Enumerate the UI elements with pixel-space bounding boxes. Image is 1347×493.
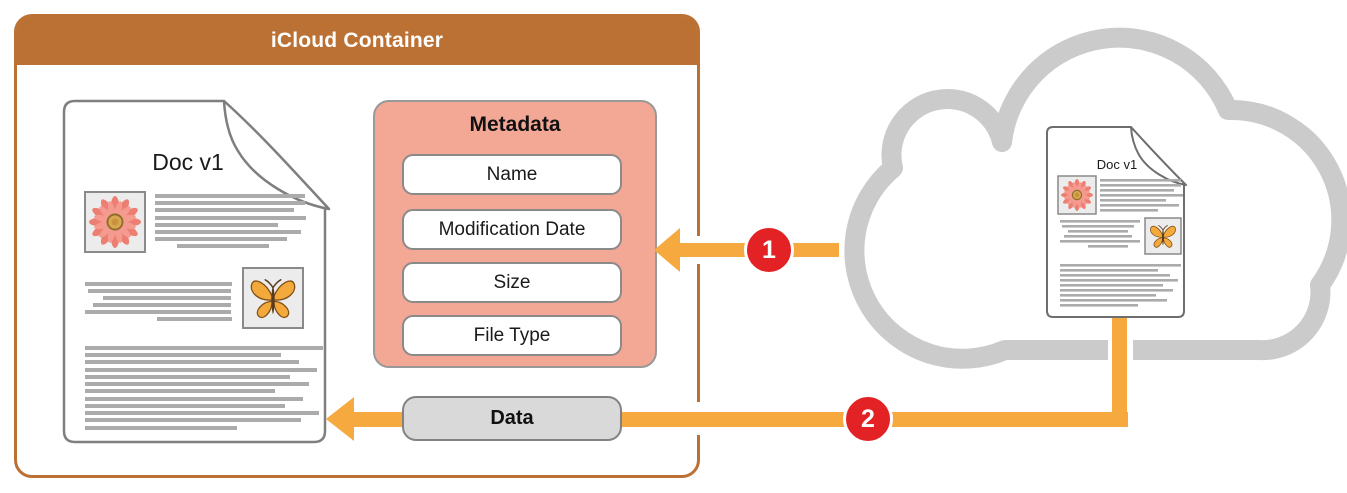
metadata-field-name: Name <box>402 154 622 195</box>
metadata-field-modification-date: Modification Date <box>402 209 622 250</box>
cloud-document-title: Doc v1 <box>1097 157 1137 172</box>
step-2-badge: 2 <box>843 394 893 444</box>
folded-corner-icon <box>1130 126 1187 186</box>
metadata-field-size: Size <box>402 262 622 303</box>
flower-image-frame <box>1057 175 1097 215</box>
data-pill: Data <box>402 396 622 441</box>
butterfly-image-frame <box>1144 217 1182 255</box>
metadata-panel: Metadata Name Modification Date Size Fil… <box>373 100 657 368</box>
butterfly-image-frame <box>242 267 304 329</box>
flower-image-frame <box>84 191 146 253</box>
icloud-container-header: iCloud Container <box>17 17 697 65</box>
local-document-icon: Doc v1 <box>62 99 331 444</box>
document-text-lines <box>85 194 323 430</box>
cloud-document-icon: Doc v1 <box>1046 126 1187 318</box>
folded-corner-icon <box>222 99 331 211</box>
document-text-lines <box>1060 179 1183 307</box>
local-document-title: Doc v1 <box>152 149 224 175</box>
icloud-container-title: iCloud Container <box>270 29 444 52</box>
metadata-field-file-type: File Type <box>402 315 622 356</box>
metadata-title: Metadata <box>469 113 561 136</box>
step-1-badge: 1 <box>744 225 794 275</box>
